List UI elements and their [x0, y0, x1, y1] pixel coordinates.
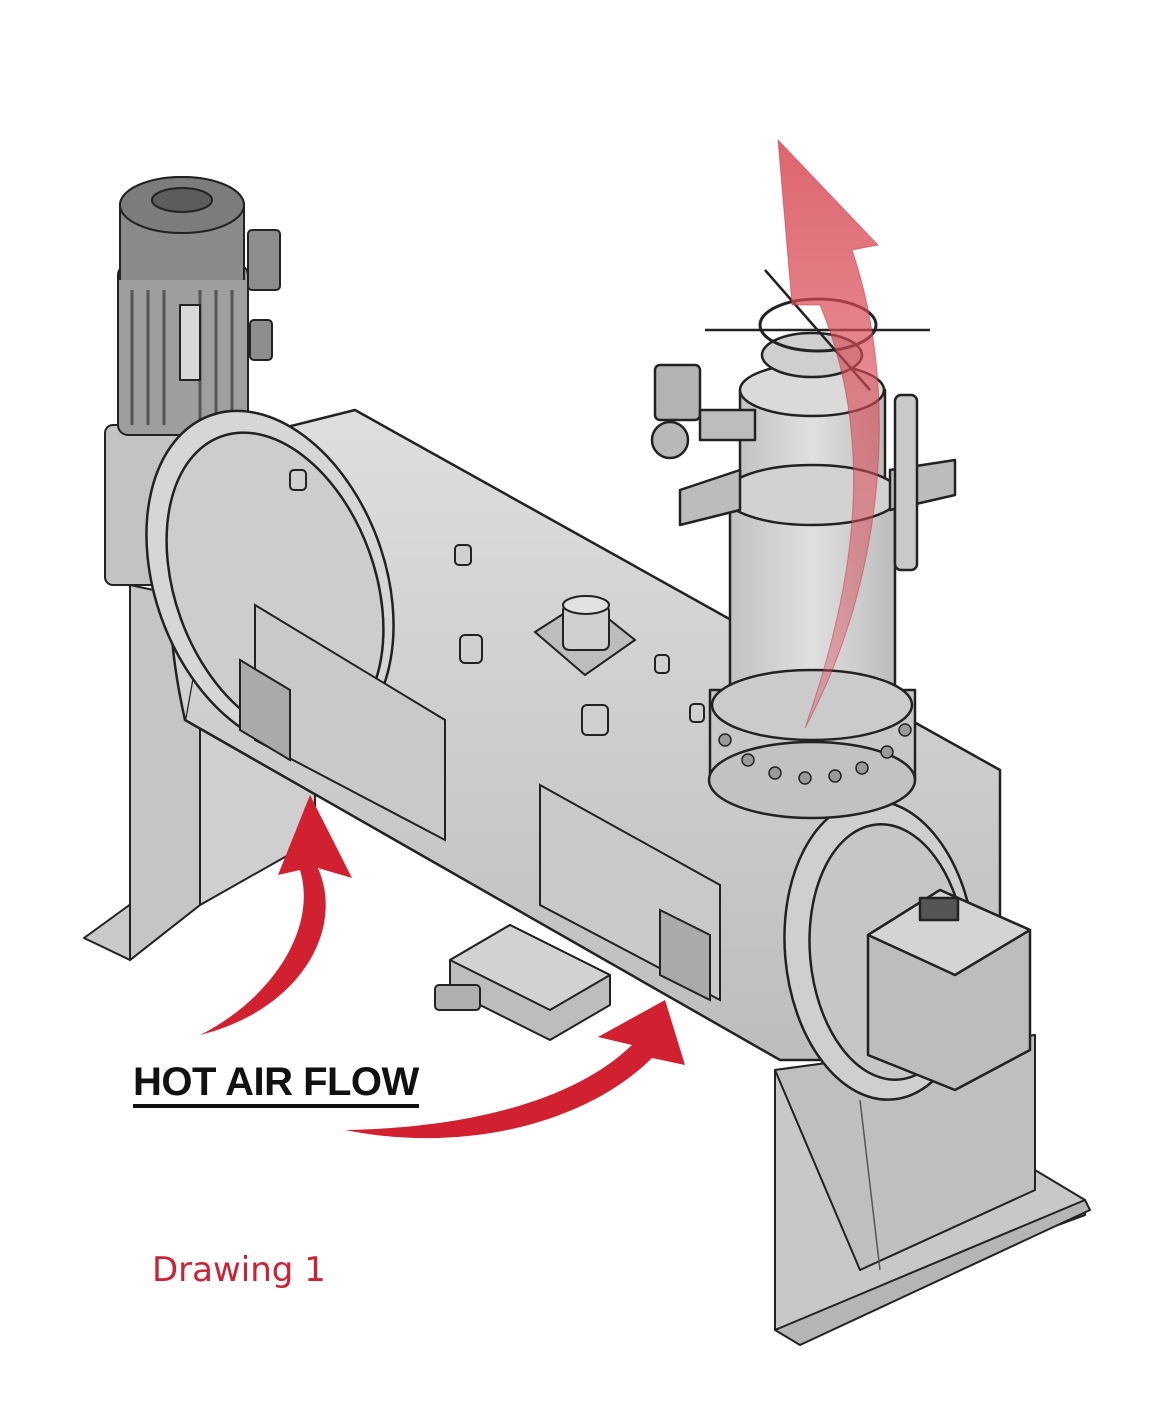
lower-valve-assembly [434, 924, 611, 1041]
inflow-arrow-right [345, 1000, 685, 1139]
exhaust-column [650, 269, 957, 820]
hot-air-flow-label: HOT AIR FLOW [133, 1060, 419, 1108]
inflow-arrow-left [200, 795, 352, 1035]
inspection-doors [239, 603, 721, 1002]
hot-air-outflow-arrow [777, 138, 880, 729]
hot-air-inflow-arrows [200, 795, 685, 1139]
drum-nozzles [289, 469, 705, 736]
dryer-drum [145, 408, 1032, 1101]
drawing-caption: Drawing 1 [152, 1250, 326, 1290]
right-support-leg [774, 1034, 1091, 1346]
